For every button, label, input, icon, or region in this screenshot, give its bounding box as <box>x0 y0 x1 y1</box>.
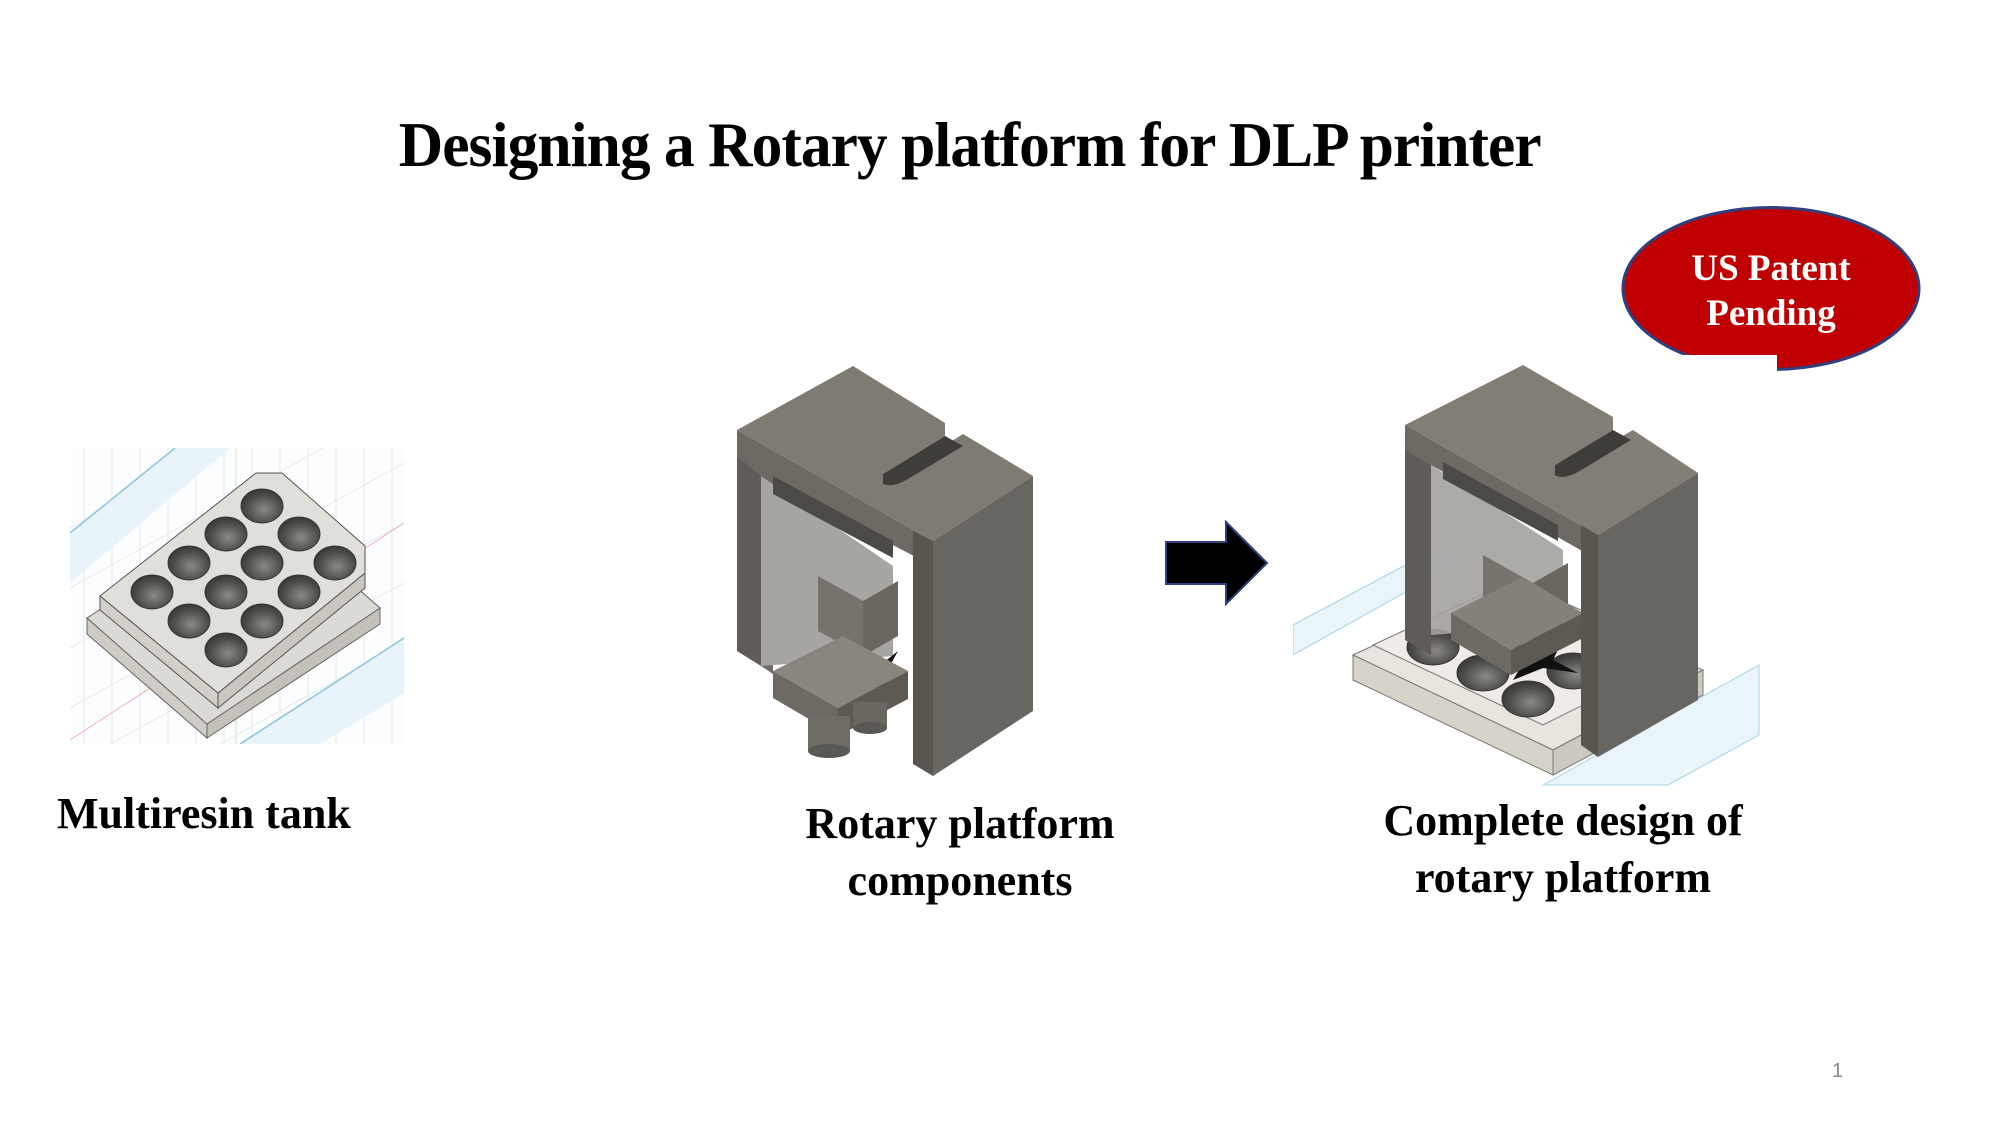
patent-badge-line1: US Patent <box>1691 248 1851 289</box>
caption-line: Rotary platform <box>805 799 1115 848</box>
rotary-platform-components-image <box>737 366 1033 776</box>
frame-right-column-side <box>913 531 933 776</box>
build-plate-top <box>773 636 908 708</box>
tank-wells <box>130 488 357 668</box>
build-plate-top <box>1451 577 1583 650</box>
frame-right-column-front <box>1598 473 1698 757</box>
patent-badge-text: US Patent Pending <box>1620 246 1922 336</box>
grid-axis-line <box>70 448 176 534</box>
frame-left-leg <box>737 430 761 666</box>
build-plate-front <box>1451 613 1511 675</box>
frame-right-column-front <box>933 476 1033 776</box>
page-number: 1 <box>1832 1060 1844 1082</box>
caption-line: Multiresin tank <box>57 789 351 838</box>
frame-top <box>737 366 1033 541</box>
grid-axis-line <box>239 637 404 744</box>
slide-title-text: Designing a Rotary platform for DLP prin… <box>399 109 1542 180</box>
frame-window <box>1443 462 1558 541</box>
platform-center-block <box>818 576 863 656</box>
caption-complete-rotary-platform: Complete design of rotary platform <box>1363 792 1763 906</box>
caption-rotary-platform-components: Rotary platform components <box>760 795 1160 909</box>
patent-badge-line2: Pending <box>1706 293 1836 334</box>
complete-rotary-platform-image <box>1293 355 1777 787</box>
arrow-shape <box>1165 520 1269 606</box>
multiresin-tank-image <box>70 448 404 744</box>
frame-window <box>773 476 893 558</box>
caption-line: Complete design of <box>1383 796 1743 845</box>
frame-top <box>1405 365 1698 535</box>
frame-right-column-side <box>1581 525 1598 757</box>
platform-center-block-side <box>863 581 898 656</box>
grid-band <box>70 448 230 583</box>
build-plate-side <box>1511 613 1583 675</box>
frame-slot <box>883 436 963 486</box>
caption-line: components <box>847 856 1073 905</box>
caption-line: rotary platform <box>1414 853 1712 902</box>
frame-front-beam <box>737 430 933 566</box>
caption-multiresin-tank: Multiresin tank <box>57 785 351 842</box>
plate-post-bottom <box>853 722 887 734</box>
plate-post-bottom <box>808 744 850 758</box>
slide-title: Designing a Rotary platform for DLP prin… <box>0 105 1940 185</box>
right-arrow-icon <box>1165 520 1269 606</box>
frame-left-leg <box>1405 425 1431 655</box>
frame-slot <box>1555 430 1631 477</box>
